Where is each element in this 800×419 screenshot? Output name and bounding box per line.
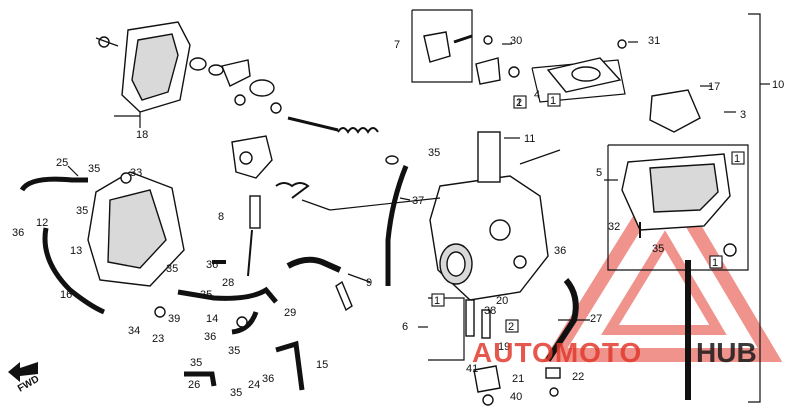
callout-1: 1 (516, 97, 522, 109)
callout-1-2: 1 (550, 95, 556, 107)
callout-7: 7 (394, 39, 400, 51)
callout-36-3: 36 (204, 331, 216, 343)
callout-4: 4 (534, 89, 540, 101)
callout-29: 29 (284, 307, 296, 319)
callout-36-4: 36 (262, 373, 274, 385)
leader-lines (67, 41, 736, 321)
watermark-word-a: AUTOMOTO (472, 337, 642, 368)
callout-1-5: 1 (434, 295, 440, 307)
callout-35-8: 35 (230, 387, 242, 399)
callout-18: 18 (136, 129, 148, 141)
callout-27: 27 (590, 313, 602, 325)
callout-12: 12 (36, 217, 48, 229)
accelerator-pump (231, 135, 310, 277)
callout-38: 38 (484, 305, 496, 317)
throttle-shaft (287, 116, 399, 165)
callout-35-2: 35 (76, 205, 88, 217)
callout-36: 36 (12, 227, 24, 239)
callout-35-3: 35 (166, 263, 178, 275)
callout-3: 3 (740, 109, 746, 121)
callout-2-2: 2 (516, 97, 522, 109)
callout-37: 37 (412, 195, 424, 207)
callout-20: 20 (496, 295, 508, 307)
callout-31: 31 (648, 35, 660, 47)
callout-35-9: 35 (652, 243, 664, 255)
callout-19: 19 (498, 341, 510, 353)
callout-40: 40 (510, 391, 522, 403)
jets-and-screws (154, 280, 561, 406)
callout-39: 39 (168, 313, 180, 325)
callout-25: 25 (56, 157, 68, 169)
callout-35: 35 (88, 163, 100, 175)
callout-13: 13 (70, 245, 82, 257)
callout-17: 17 (708, 81, 720, 93)
callout-15: 15 (316, 359, 328, 371)
callout-26: 26 (188, 379, 200, 391)
watermark-word-b: HUB (696, 337, 757, 368)
callout-14: 14 (206, 313, 218, 325)
callout-9: 9 (366, 277, 372, 289)
callout-35-7: 35 (228, 345, 240, 357)
carb-intake-assembly (87, 171, 185, 287)
callout-34: 34 (128, 325, 140, 337)
callout-36-5: 36 (554, 245, 566, 257)
callout-8: 8 (218, 211, 224, 223)
callout-16: 16 (60, 289, 72, 301)
fwd-arrow (8, 362, 38, 382)
callout-24: 24 (248, 379, 260, 391)
choke-parts (423, 31, 520, 85)
diaphragm-cover (95, 21, 191, 128)
callout-21: 21 (512, 373, 524, 385)
hoses (19, 165, 691, 400)
callout-41: 41 (466, 363, 478, 375)
callout-35-4: 35 (200, 289, 212, 301)
callout-1-3: 1 (734, 153, 740, 165)
carburetor-body (429, 131, 549, 301)
callout-6: 6 (402, 321, 408, 333)
callout-5: 5 (596, 167, 602, 179)
callout-11: 11 (524, 133, 535, 145)
callout-30: 30 (510, 35, 522, 47)
callout-35-6: 35 (190, 357, 202, 369)
callout-23: 23 (152, 333, 164, 345)
callout-1-4: 1 (712, 257, 718, 269)
callout-36-2: 36 (206, 259, 218, 271)
watermark-wordmark: AUTOMOTO HUB (472, 337, 757, 368)
callout-2: 2 (508, 321, 514, 333)
callout-35-5: 35 (428, 147, 440, 159)
linkage-parts (189, 57, 282, 114)
callout-10: 10 (772, 79, 784, 91)
callout-28: 28 (222, 277, 234, 289)
group-brackets (411, 9, 770, 403)
callout-33: 33 (130, 167, 142, 179)
float-chamber (621, 89, 737, 257)
top-cover (546, 39, 627, 93)
callout-32: 32 (608, 221, 620, 233)
boxed-callouts (431, 93, 745, 333)
callout-22: 22 (572, 371, 584, 383)
